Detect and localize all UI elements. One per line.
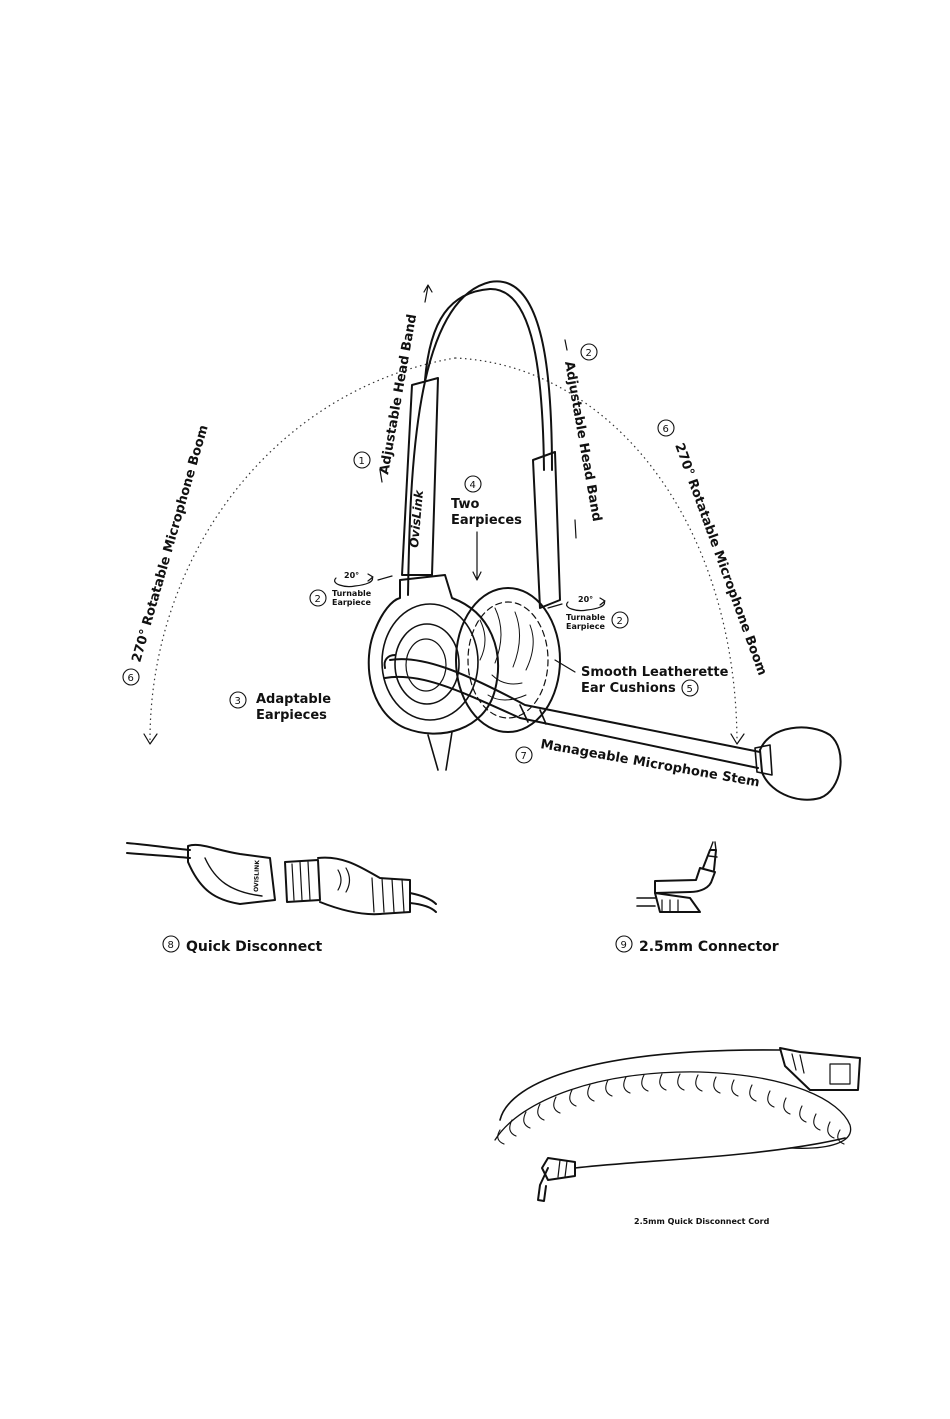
turn-indicator-left: 20° bbox=[334, 571, 393, 588]
coiled-cord-illustration bbox=[494, 1047, 861, 1202]
label-boom-left: 270° Rotatable Microphone Boom bbox=[129, 423, 211, 664]
svg-text:Earpiece: Earpiece bbox=[332, 598, 371, 607]
svg-text:Ear Cushions: Ear Cushions bbox=[581, 681, 676, 696]
svg-text:2: 2 bbox=[586, 348, 592, 359]
label-turnable-right: Turnable Earpiece 2 bbox=[566, 611, 629, 631]
svg-text:9: 9 bbox=[621, 940, 627, 951]
svg-text:270° Rotatable Microphone Boom: 270° Rotatable Microphone Boom bbox=[671, 441, 769, 677]
cord-caption: 2.5mm Quick Disconnect Cord bbox=[634, 1217, 770, 1226]
svg-text:7: 7 bbox=[521, 751, 527, 762]
svg-text:6: 6 bbox=[663, 424, 669, 435]
svg-text:Turnable: Turnable bbox=[566, 613, 606, 622]
svg-text:8: 8 bbox=[168, 940, 174, 951]
svg-text:Earpiece: Earpiece bbox=[566, 622, 605, 631]
svg-text:2.5mm Connector: 2.5mm Connector bbox=[639, 939, 779, 955]
svg-text:Earpieces: Earpieces bbox=[256, 708, 327, 723]
svg-text:3: 3 bbox=[235, 696, 241, 707]
svg-text:Turnable: Turnable bbox=[332, 589, 372, 598]
brand-logo: OvisLink bbox=[407, 489, 426, 549]
right-earpiece bbox=[455, 587, 561, 733]
svg-text:20°: 20° bbox=[344, 571, 359, 580]
svg-text:6: 6 bbox=[128, 673, 134, 684]
left-earpiece bbox=[367, 574, 499, 771]
svg-text:270° Rotatable Microphone Boom: 270° Rotatable Microphone Boom bbox=[129, 423, 211, 664]
svg-text:Two: Two bbox=[451, 497, 479, 512]
svg-text:2: 2 bbox=[617, 616, 623, 627]
svg-text:5: 5 bbox=[687, 684, 693, 695]
label-head-band-right: Adjustable Head Band bbox=[561, 360, 604, 523]
svg-text:1: 1 bbox=[359, 456, 365, 467]
svg-text:Smooth Leatherette: Smooth Leatherette bbox=[581, 665, 729, 680]
svg-text:Quick Disconnect: Quick Disconnect bbox=[186, 939, 323, 955]
label-two-earpieces: 4 Two Earpieces bbox=[451, 475, 522, 528]
microphone-foam bbox=[759, 726, 842, 801]
label-turnable-left: 2 Turnable Earpiece bbox=[309, 589, 372, 607]
pointer-cushions bbox=[554, 659, 576, 673]
label-boom-right: 270° Rotatable Microphone Boom bbox=[671, 441, 769, 677]
turn-indicator-right: 20° bbox=[547, 595, 606, 612]
label-adaptable-earpieces: 3 Adaptable Earpieces bbox=[229, 691, 331, 723]
svg-text:2: 2 bbox=[315, 594, 321, 605]
label-connector: 9 2.5mm Connector bbox=[615, 935, 779, 955]
svg-text:Earpieces: Earpieces bbox=[451, 513, 522, 528]
label-quick-disconnect: 8 Quick Disconnect bbox=[162, 935, 323, 955]
pointer-two-earpieces bbox=[472, 531, 482, 581]
headband: OvisLink bbox=[401, 280, 561, 609]
quick-disconnect-illustration: OVISLINK bbox=[126, 842, 437, 916]
svg-text:4: 4 bbox=[470, 480, 476, 491]
microphone-boom bbox=[383, 654, 842, 801]
label-ear-cushions: Smooth Leatherette Ear Cushions 5 bbox=[581, 665, 729, 697]
rotation-arc-left bbox=[143, 357, 456, 745]
svg-text:OVISLINK: OVISLINK bbox=[253, 860, 261, 892]
svg-text:20°: 20° bbox=[578, 595, 593, 604]
svg-text:Adaptable: Adaptable bbox=[256, 692, 331, 707]
rotation-arc-right bbox=[454, 357, 745, 745]
svg-text:Adjustable Head Band: Adjustable Head Band bbox=[561, 360, 604, 523]
connector-illustration bbox=[636, 841, 718, 913]
